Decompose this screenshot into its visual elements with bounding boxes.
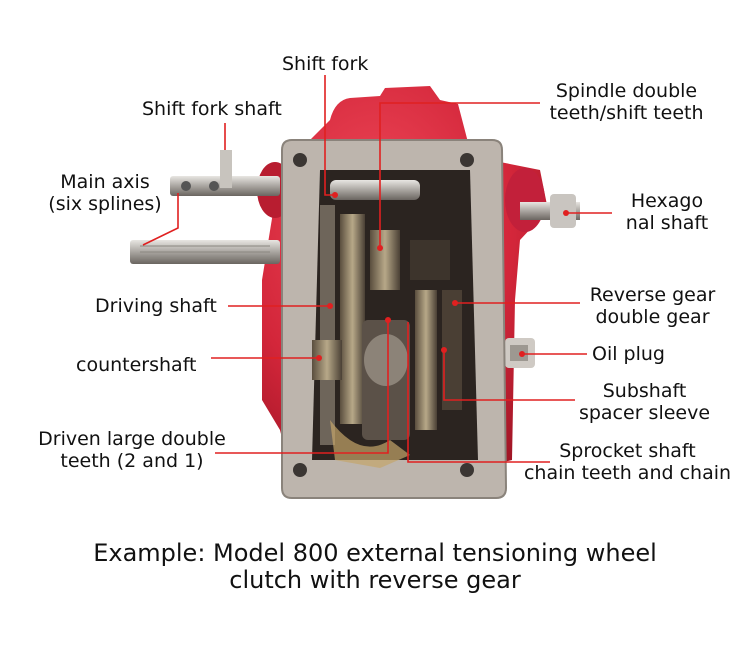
leader-spindle (379, 102, 540, 248)
leader-dot (441, 347, 447, 353)
label-hexagonal-shaft: Hexago nal shaft (617, 190, 717, 234)
label-line: teeth (2 and 1) (60, 450, 204, 472)
leader-main-axis (142, 193, 179, 246)
label-driving-shaft: Driving shaft (95, 295, 217, 317)
label-main-axis: Main axis (six splines) (44, 171, 166, 215)
label-line: (six splines) (48, 193, 162, 215)
figure-caption: Example: Model 800 external tensioning w… (0, 540, 750, 594)
leader-sprocket (407, 322, 550, 463)
label-line: Driven large double (38, 428, 226, 450)
label-line: Hexago (630, 190, 704, 212)
label-line: Main axis (60, 171, 150, 193)
label-driven-large-double: Driven large double teeth (2 and 1) (32, 428, 232, 472)
leader-dot (563, 210, 569, 216)
leader-dot (377, 245, 383, 251)
label-shift-fork: Shift fork (282, 53, 369, 75)
gear-cluster (312, 180, 462, 468)
label-line: spacer sleeve (578, 402, 711, 424)
leader-dot (385, 317, 391, 323)
caption-line: clutch with reverse gear (229, 566, 521, 594)
label-reverse-gear: Reverse gear double gear (580, 284, 725, 328)
label-line: nal shaft (625, 212, 709, 234)
label-line: teeth/shift teeth (549, 102, 704, 124)
caption-line: Example: Model 800 external tensioning w… (93, 539, 657, 567)
label-line: Reverse gear (589, 284, 716, 306)
label-oil-plug: Oil plug (592, 343, 665, 365)
leader-driven (215, 320, 389, 454)
leader-dot (316, 355, 322, 361)
label-countershaft: countershaft (76, 354, 197, 376)
label-line: chain teeth and chain (523, 462, 732, 484)
label-line: Subshaft (602, 380, 687, 402)
label-line: Spindle double (555, 80, 698, 102)
shaft-left-upper (170, 150, 280, 196)
shaft-main-axis (130, 240, 280, 264)
label-line: double gear (595, 306, 710, 328)
label-subshaft-spacer: Subshaft spacer sleeve (572, 380, 717, 424)
leader-shift-fork (324, 75, 335, 196)
label-shift-fork-shaft: Shift fork shaft (142, 98, 282, 120)
label-line: Sprocket shaft (559, 440, 696, 462)
leader-dot (332, 192, 338, 198)
label-spindle-double-teeth: Spindle double teeth/shift teeth (544, 80, 709, 124)
label-sprocket-shaft: Sprocket shaft chain teeth and chain (515, 440, 740, 484)
leader-dot (452, 300, 458, 306)
leader-dot (519, 351, 525, 357)
leader-subshaft (443, 350, 575, 401)
leader-dot (327, 303, 333, 309)
